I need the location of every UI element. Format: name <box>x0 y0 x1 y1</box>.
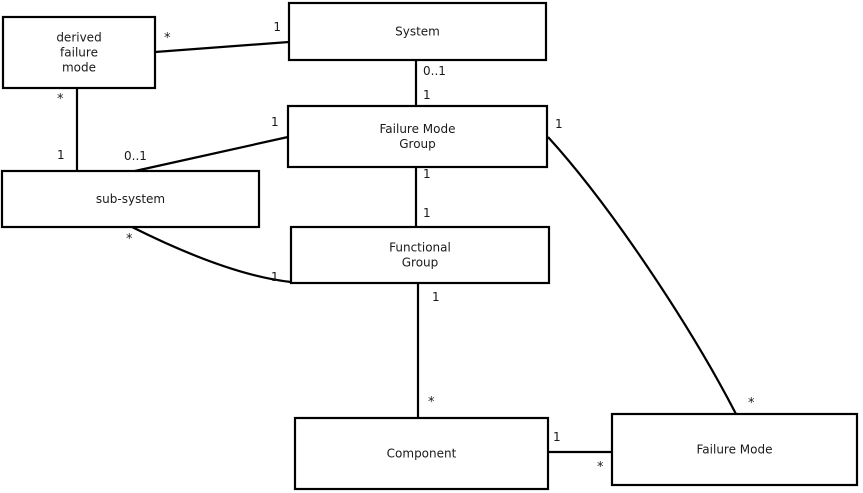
multiplicity-label: * <box>57 92 64 107</box>
multiplicity-label: * <box>126 232 133 247</box>
multiplicity-label: 1 <box>271 115 279 129</box>
class-box-failure-mode-group[interactable] <box>286 104 549 169</box>
class-box-failure-mode[interactable] <box>610 412 859 487</box>
multiplicity-label: 1 <box>57 148 65 162</box>
class-box-sub-system[interactable] <box>0 169 261 229</box>
class-box-component[interactable] <box>293 416 550 491</box>
class-box-rect[interactable] <box>289 225 551 285</box>
multiplicity-label: * <box>428 395 435 410</box>
multiplicity-label: 1 <box>555 117 563 131</box>
multiplicity-label: * <box>164 31 171 46</box>
class-box-rect[interactable] <box>610 412 859 487</box>
multiplicity-label-layer: * 1 * 1 0..1 1 0..1 1 1 1 * 1 1 * 1 * 1 * <box>57 20 755 475</box>
multiplicity-label: 1 <box>432 290 440 304</box>
multiplicity-label: 1 <box>273 20 281 34</box>
multiplicity-label: 1 <box>553 430 561 444</box>
class-name-failure-mode: Failure Mode <box>697 442 773 456</box>
class-name-component: Component <box>387 446 457 460</box>
class-box-rect[interactable] <box>293 416 550 491</box>
class-box-rect[interactable] <box>287 1 548 62</box>
multiplicity-label: 0..1 <box>423 64 446 78</box>
multiplicity-label: 1 <box>423 167 431 181</box>
class-box-rect[interactable] <box>1 15 157 90</box>
multiplicity-label: 0..1 <box>124 149 147 163</box>
multiplicity-label: * <box>597 460 604 475</box>
association-layer <box>75 40 737 454</box>
class-box-system[interactable] <box>287 1 548 62</box>
class-box-functional-group[interactable] <box>289 225 551 285</box>
association-failure-mode-group-failure-mode[interactable] <box>547 136 737 415</box>
multiplicity-label: 1 <box>423 88 431 102</box>
multiplicity-label: 1 <box>423 206 431 220</box>
multiplicity-label: * <box>748 396 755 411</box>
association-sub-system-failure-mode-group[interactable] <box>134 135 289 173</box>
class-name-sub-system: sub-system <box>96 192 165 206</box>
association-sub-system-functional-group[interactable] <box>131 226 292 284</box>
multiplicity-label: 1 <box>271 270 279 284</box>
association-derived-failure-mode-system[interactable] <box>154 40 290 54</box>
class-name-system: System <box>395 24 440 38</box>
class-box-rect[interactable] <box>0 169 261 229</box>
class-box-rect[interactable] <box>286 104 549 169</box>
class-box-derived-failure-mode[interactable] <box>1 15 157 90</box>
